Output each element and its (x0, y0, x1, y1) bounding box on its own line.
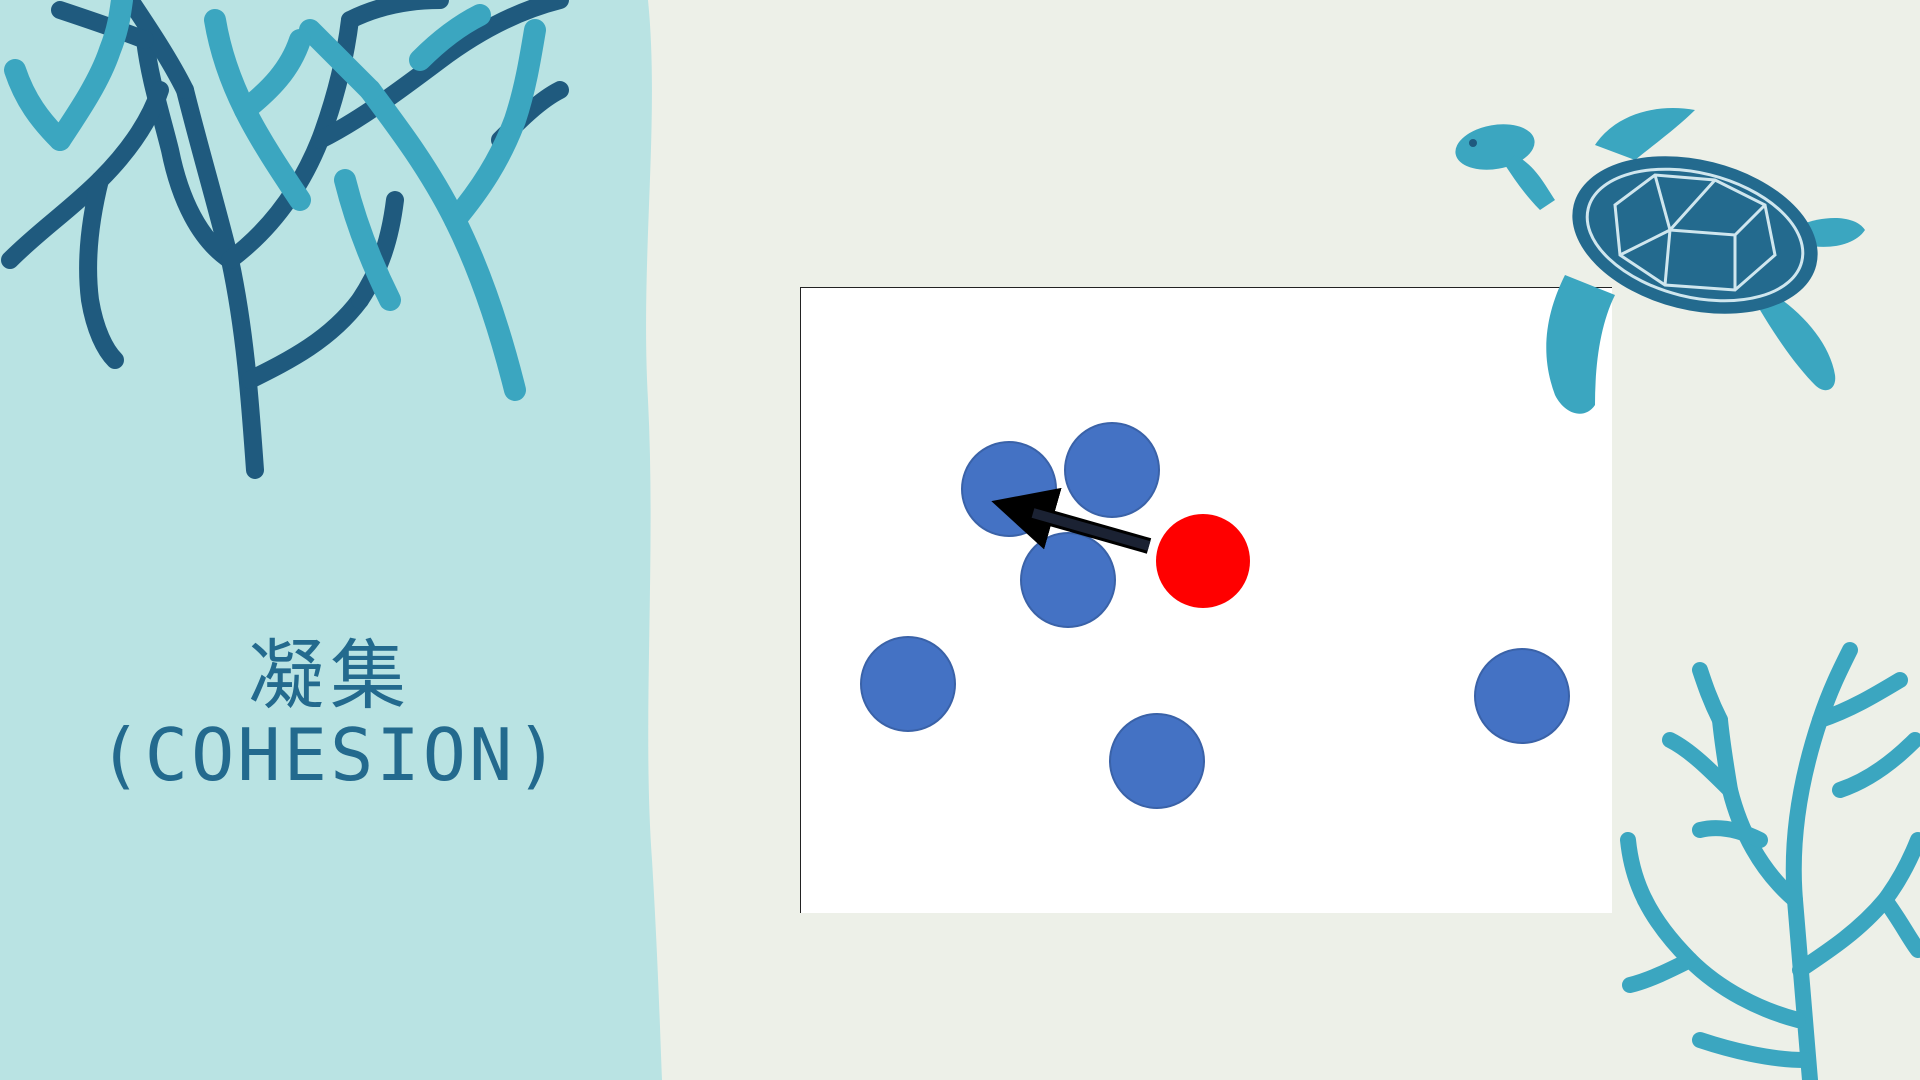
title-en: (COHESION) (98, 713, 562, 798)
coral-bottom-right-icon (1620, 642, 1920, 1080)
focal-boid (1156, 514, 1250, 608)
neighbor-boid-4 (860, 636, 956, 732)
neighbor-boid-6 (1474, 648, 1570, 744)
left-panel: 凝集 (COHESION) (0, 0, 700, 1080)
title-cjk: 凝集 (248, 631, 412, 720)
cohesion-diagram (800, 287, 1612, 913)
neighbor-boid-2 (1064, 422, 1160, 518)
diagram-canvas (860, 422, 1570, 809)
coral-top-left-icon (1, 0, 569, 479)
neighbor-boid-5 (1109, 713, 1205, 809)
slide-title: 凝集 (COHESION) (40, 631, 620, 798)
sea-turtle-icon (1455, 108, 1865, 414)
left-panel-shape (0, 0, 662, 1080)
neighbor-boid-3 (1020, 532, 1116, 628)
